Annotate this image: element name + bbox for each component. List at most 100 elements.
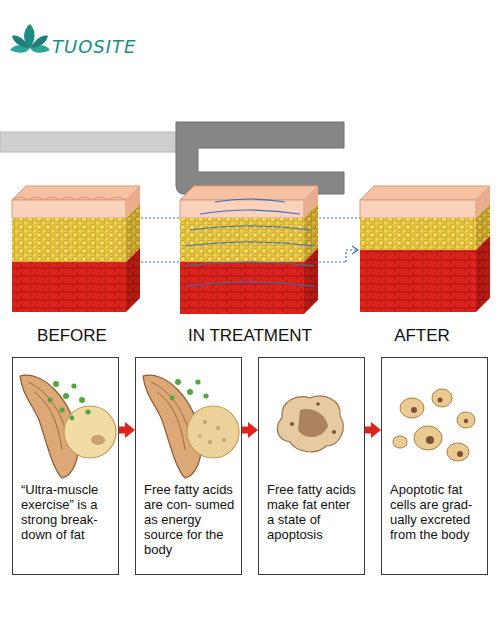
fat-cell-fragments (457, 451, 463, 457)
tissue-block (304, 248, 318, 314)
tissue-block (180, 262, 304, 314)
guide-line (352, 246, 358, 254)
stage-label: AFTER (347, 326, 497, 346)
muscle-fat-illustration (20, 375, 116, 478)
muscle-fat-illustration (143, 375, 239, 478)
apoptotic-fat-cell (316, 402, 320, 406)
muscle-fat-illustration (91, 435, 105, 445)
fat-cell-fragments (411, 407, 417, 413)
tissue-block (360, 186, 490, 312)
muscle-fat-illustration (63, 393, 69, 399)
tissue-block (186, 262, 314, 266)
tissue-block (180, 186, 318, 314)
muscle-fat-illustration (216, 426, 220, 430)
tissue-block (180, 200, 304, 218)
tissue-block (12, 218, 126, 262)
step-box: Apoptotic fat cells are grad- ually excr… (381, 357, 488, 575)
fat-cell-fragments (464, 419, 468, 423)
fat-cell-fragments (432, 389, 452, 407)
apoptotic-fat-cell (290, 402, 336, 434)
fat-cell-fragments (411, 398, 468, 458)
muscle-fat-illustration (175, 379, 181, 385)
tissue-block (180, 186, 318, 200)
step-text: Free fatty acids are con- sumed as energ… (144, 482, 235, 557)
logo-text: TUOSITE (52, 36, 136, 57)
fat-cell-fragments (447, 443, 469, 461)
step-text: Free fatty acids make fat enter a state … (267, 482, 358, 542)
step-box: “Ultra-muscle exercise” is a strong brea… (12, 357, 119, 575)
tissue-block (186, 282, 314, 286)
step-box: Free fatty acids are con- sumed as energ… (135, 357, 242, 575)
tissue-block (186, 242, 314, 246)
guide-line (345, 250, 346, 262)
tissue-block (12, 200, 126, 218)
muscle-fat-illustration (170, 396, 175, 401)
guide-line (319, 217, 360, 218)
tissue-block (360, 218, 476, 250)
apoptotic-fat-cell (298, 409, 328, 437)
muscle-fat-illustration (28, 382, 68, 450)
tissue-block (190, 226, 310, 230)
tissue-block (12, 262, 126, 312)
apoptotic-fat-cell (290, 422, 294, 426)
fat-cell-fragments (414, 426, 442, 450)
guide-line (141, 217, 180, 218)
fat-cell-fragments (457, 412, 475, 428)
muscle-fat-illustration (70, 416, 75, 421)
tissue-block (476, 236, 490, 312)
tissue-block (200, 210, 300, 214)
applicator-device (176, 122, 344, 194)
apoptotic-fat-cell (277, 396, 343, 452)
apoptotic-fat-cell (277, 396, 343, 452)
guide-line (141, 261, 180, 262)
muscle-fat-illustration (48, 381, 91, 420)
muscle-fat-illustration (79, 397, 85, 403)
muscle-fat-illustration (208, 440, 212, 444)
applicator-device (0, 132, 180, 152)
muscle-fat-illustration (48, 398, 53, 403)
tissue-block (215, 199, 285, 202)
stage-label: BEFORE (0, 326, 147, 346)
muscle-fat-illustration (59, 407, 64, 412)
fat-cell-fragments (393, 389, 475, 461)
muscle-fat-illustration (187, 406, 239, 458)
tissue-block (360, 200, 476, 218)
muscle-fat-illustration (198, 434, 201, 437)
tissue-block (360, 250, 476, 312)
applicator-device (0, 122, 344, 194)
tissue-block (360, 186, 490, 200)
muscle-fat-illustration (222, 438, 226, 442)
tissue-block (12, 186, 140, 200)
muscle-fat-illustration (198, 420, 226, 444)
muscle-fat-illustration (64, 406, 116, 458)
flow-arrow (119, 427, 125, 434)
muscle-fat-illustration (170, 379, 209, 400)
fat-cell-fragments (438, 398, 443, 403)
tissue-block (12, 186, 140, 312)
tissue-block (180, 218, 304, 262)
muscle-fat-illustration (71, 383, 76, 388)
tissue-block (126, 248, 140, 312)
apoptotic-fat-cell (332, 430, 336, 434)
muscle-fat-illustration (203, 420, 207, 424)
muscle-fat-illustration (85, 409, 90, 414)
muscle-fat-illustration (53, 381, 59, 387)
flow-arrow (242, 427, 248, 434)
logo-icon (12, 36, 30, 49)
guide-line (319, 261, 346, 262)
step-text: “Ultra-muscle exercise” is a strong brea… (21, 482, 112, 542)
stage-label: IN TREATMENT (175, 326, 325, 346)
guide-line (141, 218, 360, 262)
step-text: Apoptotic fat cells are grad- ually excr… (390, 482, 481, 542)
muscle-fat-illustration (195, 379, 200, 384)
muscle-fat-illustration (187, 389, 193, 395)
step-box: Free fatty acids make fat enter a state … (258, 357, 365, 575)
fat-cell-fragments (400, 398, 424, 418)
fat-cell-fragments (426, 436, 434, 444)
muscle-fat-illustration (151, 382, 191, 450)
muscle-fat-illustration (203, 393, 208, 398)
fat-cell-fragments (393, 436, 407, 448)
guide-line (346, 249, 356, 250)
